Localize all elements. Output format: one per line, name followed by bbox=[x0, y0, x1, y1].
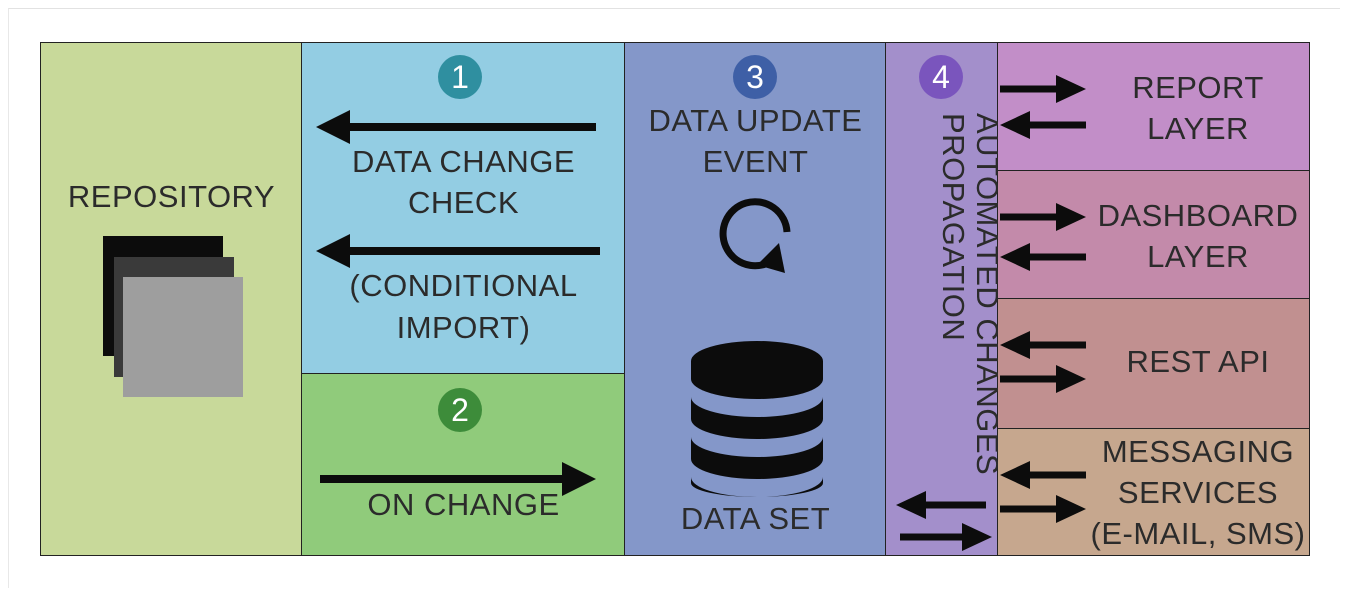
on-change-arrow-icon bbox=[320, 462, 596, 496]
messaging-services-label-1: MESSAGING bbox=[1101, 434, 1295, 469]
data-flow-diagram: REPOSITORY 1 DATA CHANGE CHECK (CONDITIO… bbox=[40, 42, 1310, 556]
report-layer-label-2: LAYER bbox=[1147, 111, 1249, 146]
propagation-label-2: PROPAGATION bbox=[936, 113, 971, 342]
database-icon bbox=[691, 341, 823, 497]
messaging-exchange-arrows-icon bbox=[1000, 461, 1086, 523]
dashboard-layer-label-1: DASHBOARD bbox=[1097, 198, 1299, 233]
step-3-badge: 3 bbox=[733, 55, 777, 99]
report-exchange-arrows-icon bbox=[1000, 75, 1086, 139]
dataset-label: DATA SET bbox=[680, 501, 831, 536]
report-layer-panel: REPORT LAYER bbox=[998, 43, 1309, 171]
messaging-services-label-3: (E-MAIL, SMS) bbox=[1090, 516, 1306, 551]
dashboard-layer-label-2: LAYER bbox=[1147, 239, 1249, 274]
refresh-icon bbox=[719, 198, 791, 273]
on-change-label: ON CHANGE bbox=[367, 487, 560, 522]
propagation-label: AUTOMATED CHANGES PROPAGATION bbox=[896, 113, 1005, 475]
dashboard-layer-panel: DASHBOARD LAYER bbox=[998, 171, 1309, 299]
step-4-badge: 4 bbox=[919, 55, 963, 99]
data-change-check-label-2: CHECK bbox=[407, 185, 519, 220]
repository-panel: REPOSITORY bbox=[41, 43, 302, 555]
dashboard-exchange-arrows-icon bbox=[1000, 203, 1086, 271]
rest-api-panel: REST API bbox=[998, 299, 1309, 429]
on-change-panel: 2 ON CHANGE bbox=[302, 374, 625, 555]
step-1-badge: 1 bbox=[438, 55, 482, 99]
data-update-panel: 3 DATA UPDATE EVENT DATA SET bbox=[625, 43, 886, 555]
figure-frame bbox=[8, 8, 1340, 588]
bidirectional-arrow-icon bbox=[896, 491, 992, 551]
messaging-services-label-2: SERVICES bbox=[1117, 475, 1279, 510]
conditional-import-arrow-icon bbox=[316, 234, 600, 268]
document-stack-icon bbox=[103, 236, 243, 397]
data-change-check-label-1: DATA CHANGE bbox=[351, 144, 576, 179]
messaging-services-panel: MESSAGING SERVICES (E-MAIL, SMS) bbox=[998, 429, 1309, 555]
report-layer-label-1: REPORT bbox=[1132, 70, 1264, 105]
propagation-panel: 4 AUTOMATED CHANGES PROPAGATION bbox=[886, 43, 1005, 555]
data-change-check-panel: 1 DATA CHANGE CHECK (CONDITIONAL IMPORT) bbox=[302, 43, 625, 374]
import-arrow-icon bbox=[316, 110, 596, 144]
step-2-badge: 2 bbox=[438, 388, 482, 432]
data-update-event-label-2: EVENT bbox=[702, 144, 809, 179]
conditional-import-label-2: IMPORT) bbox=[396, 310, 531, 345]
data-update-event-label-1: DATA UPDATE bbox=[648, 103, 863, 138]
repository-label: REPOSITORY bbox=[67, 179, 276, 214]
conditional-import-label-1: (CONDITIONAL bbox=[349, 268, 578, 303]
rest-api-exchange-arrows-icon bbox=[1000, 331, 1086, 393]
rest-api-label: REST API bbox=[1126, 344, 1270, 379]
